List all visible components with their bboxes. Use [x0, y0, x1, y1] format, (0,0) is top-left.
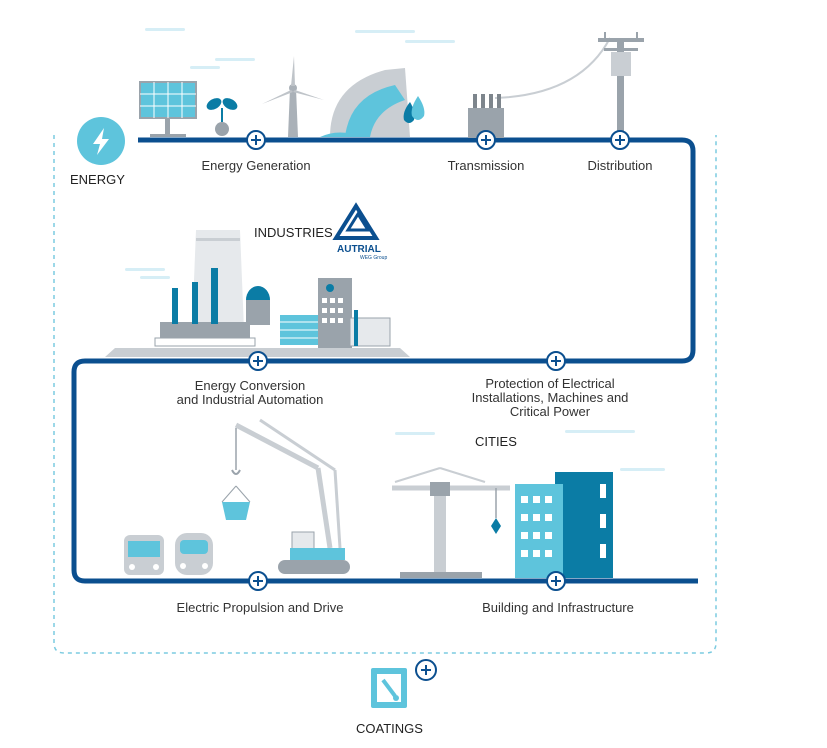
sprout-icon	[206, 98, 238, 136]
dashed-frame	[53, 135, 717, 654]
transformer-icon	[468, 37, 611, 138]
energy-generation-plus-icon[interactable]	[246, 130, 266, 150]
label-building-infrastructure[interactable]: Building and Infrastructure	[482, 600, 634, 615]
label-energy-conversion-line2: and Industrial Automation	[176, 392, 324, 407]
label-protection[interactable]: Protection of Electrical Installations, …	[450, 377, 650, 419]
city-buildings	[515, 472, 613, 578]
label-energy-conversion[interactable]: Energy Conversion and Industrial Automat…	[150, 379, 350, 407]
autrial-logo: AUTRIAL WEG Group	[332, 202, 387, 261]
heading-industries: INDUSTRIES	[254, 225, 333, 240]
heading-energy: ENERGY	[70, 172, 125, 187]
label-electric-propulsion[interactable]: Electric Propulsion and Drive	[176, 600, 344, 615]
factory-illustration	[105, 230, 410, 357]
crane-illustration	[221, 418, 350, 574]
transmission-plus-icon[interactable]	[476, 130, 496, 150]
clouds	[125, 28, 665, 471]
heading-cities: CITIES	[475, 434, 517, 449]
energy-conversion-plus-icon[interactable]	[248, 351, 268, 371]
hydro-dam-icon	[320, 68, 425, 137]
label-protection-line2: Installations, Machines and	[471, 390, 629, 405]
train-icon	[175, 533, 213, 575]
paint-bucket-icon	[371, 668, 407, 708]
label-protection-line1: Protection of Electrical	[485, 376, 615, 391]
utility-pole-icon	[598, 32, 644, 138]
protection-plus-icon[interactable]	[546, 351, 566, 371]
logo-subtitle: WEG Group	[360, 255, 387, 261]
heading-coatings: COATINGS	[356, 721, 423, 736]
wind-turbine-icon	[262, 56, 324, 137]
label-protection-line3: Critical Power	[509, 404, 591, 419]
label-energy-conversion-line1: Energy Conversion	[194, 378, 306, 393]
building-plus-icon[interactable]	[546, 571, 566, 591]
electric-propulsion-plus-icon[interactable]	[248, 571, 268, 591]
label-transmission[interactable]: Transmission	[447, 158, 525, 173]
plus-markers	[246, 130, 630, 681]
value-chain-path	[71, 137, 698, 584]
label-distribution[interactable]: Distribution	[587, 158, 653, 173]
coatings-plus-icon[interactable]	[415, 659, 437, 681]
solar-panel-icon	[139, 81, 197, 137]
logo-name: AUTRIAL	[337, 244, 381, 255]
distribution-plus-icon[interactable]	[610, 130, 630, 150]
lightning-icon	[77, 117, 125, 165]
bus-icon	[124, 535, 164, 575]
label-energy-generation[interactable]: Energy Generation	[201, 158, 311, 173]
tower-crane-illustration	[392, 467, 510, 578]
